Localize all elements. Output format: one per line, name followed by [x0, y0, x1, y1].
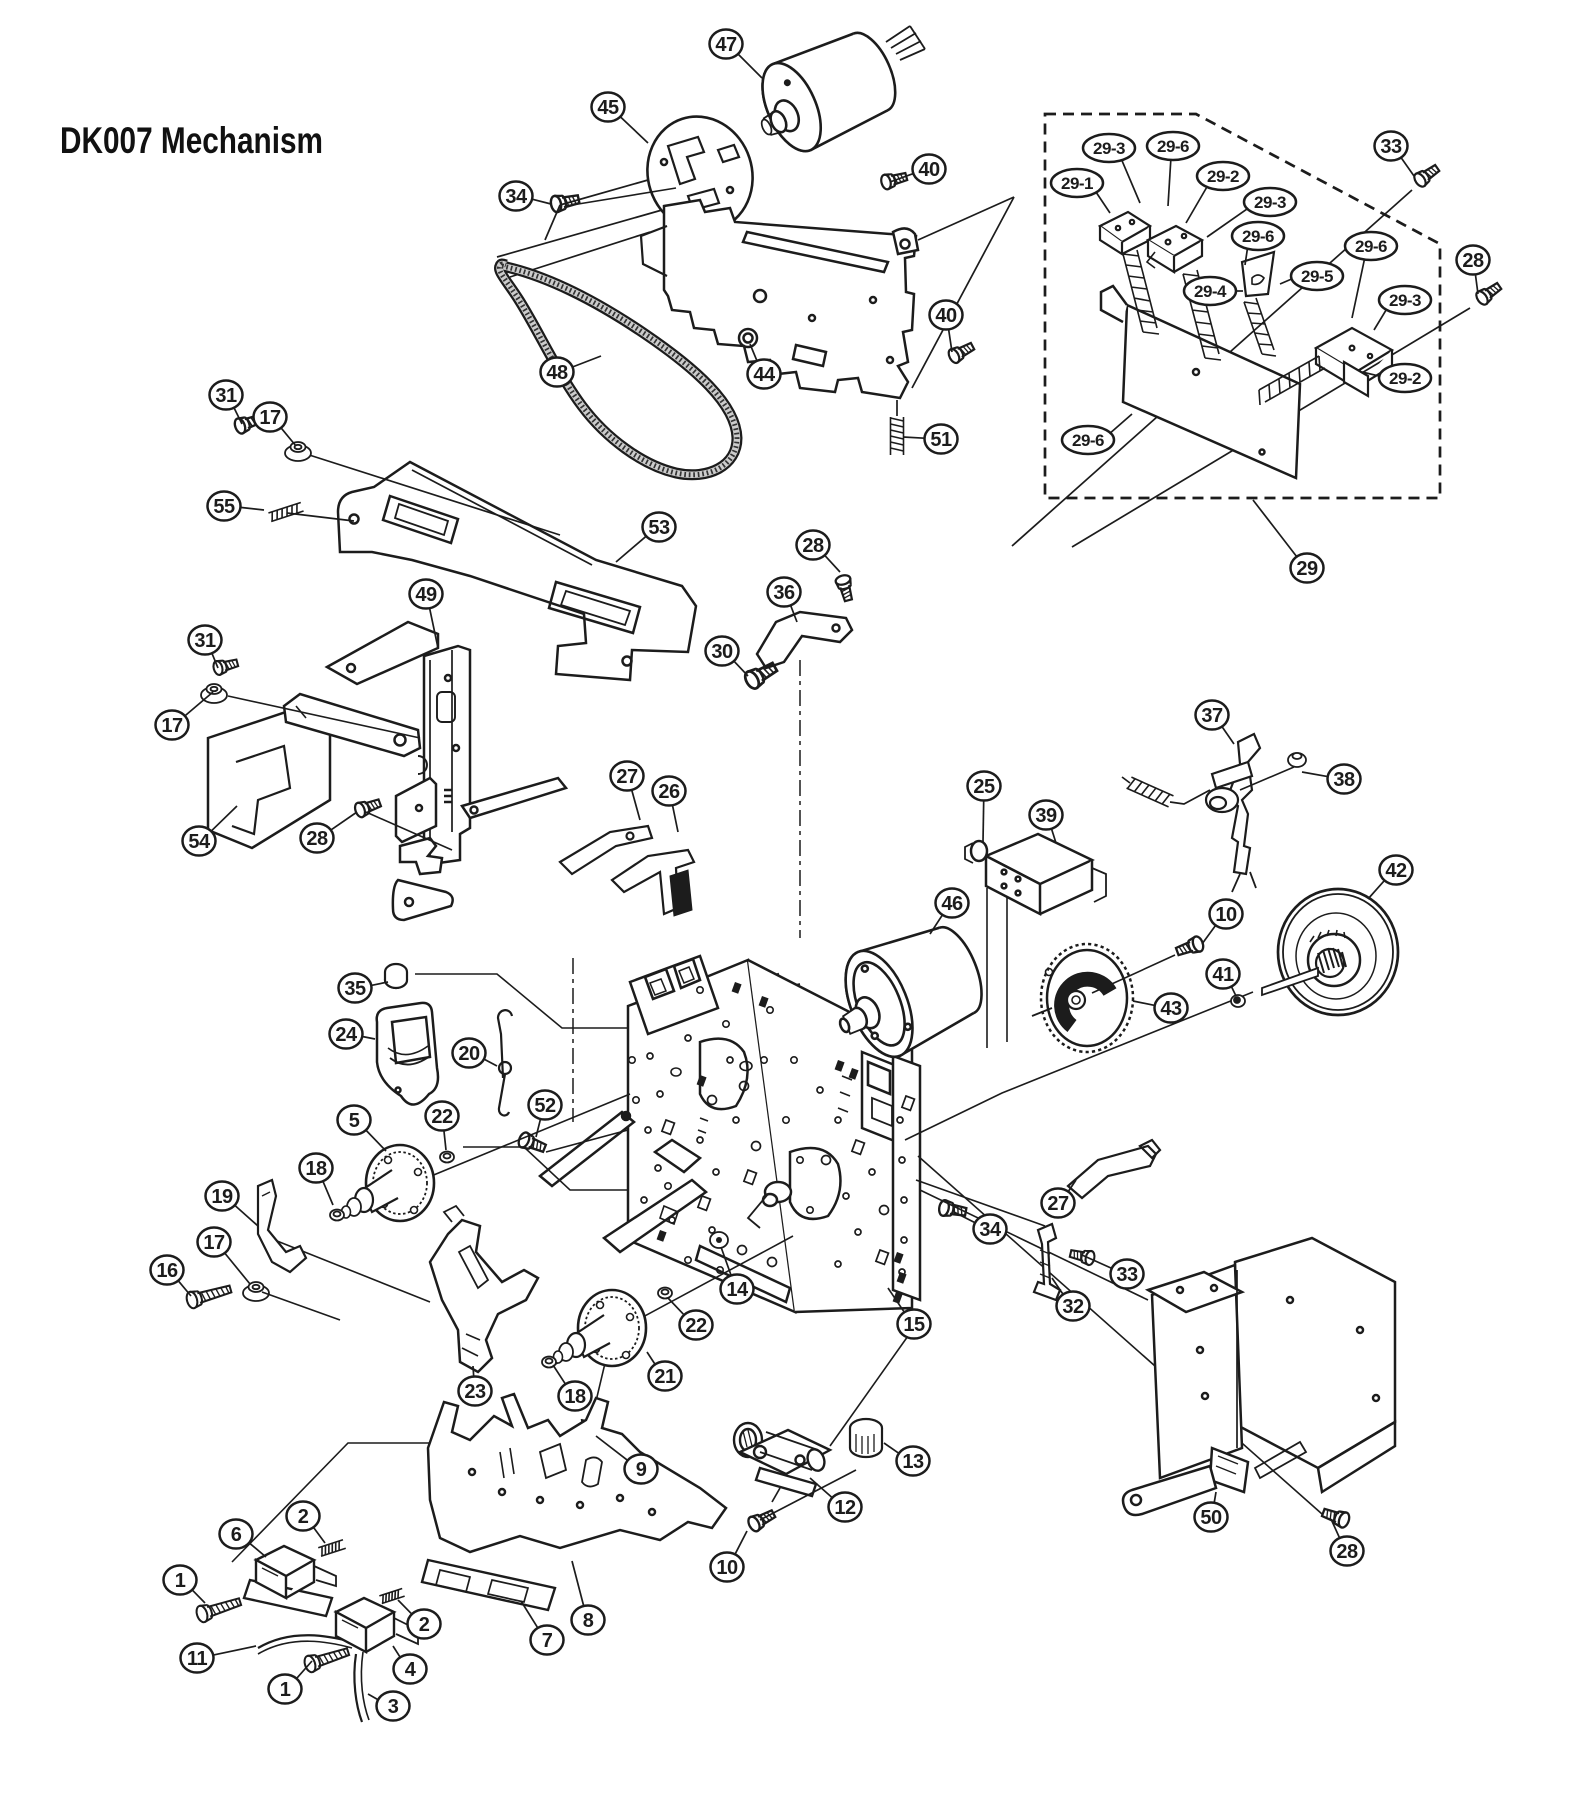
svg-text:22: 22	[431, 1106, 453, 1128]
svg-text:29-6: 29-6	[1072, 431, 1104, 450]
svg-text:55: 55	[213, 496, 235, 518]
svg-text:24: 24	[335, 1024, 358, 1046]
svg-text:52: 52	[534, 1095, 556, 1117]
svg-text:10: 10	[1215, 904, 1237, 926]
svg-text:17: 17	[161, 715, 183, 737]
svg-text:51: 51	[930, 429, 952, 451]
svg-text:40: 40	[935, 305, 957, 327]
svg-text:37: 37	[1201, 705, 1223, 727]
svg-text:36: 36	[773, 582, 795, 604]
svg-text:6: 6	[231, 1524, 242, 1546]
svg-text:29-2: 29-2	[1207, 167, 1239, 186]
svg-text:38: 38	[1333, 769, 1355, 791]
svg-text:9: 9	[636, 1459, 647, 1481]
svg-text:41: 41	[1212, 964, 1234, 986]
svg-text:28: 28	[802, 535, 824, 557]
svg-text:28: 28	[306, 828, 328, 850]
svg-text:15: 15	[903, 1314, 925, 1336]
svg-text:29-3: 29-3	[1389, 291, 1421, 310]
svg-text:48: 48	[546, 362, 568, 384]
svg-text:14: 14	[726, 1279, 749, 1301]
svg-text:45: 45	[597, 97, 619, 119]
svg-text:33: 33	[1380, 136, 1402, 158]
svg-text:18: 18	[305, 1158, 327, 1180]
svg-text:18: 18	[564, 1386, 586, 1408]
svg-text:21: 21	[654, 1366, 676, 1388]
svg-text:27: 27	[616, 766, 638, 788]
svg-text:32: 32	[1062, 1296, 1084, 1318]
svg-text:53: 53	[648, 517, 670, 539]
svg-text:28: 28	[1462, 250, 1484, 272]
svg-text:23: 23	[464, 1381, 486, 1403]
svg-text:20: 20	[458, 1043, 480, 1065]
svg-text:33: 33	[1116, 1264, 1138, 1286]
svg-text:12: 12	[834, 1497, 856, 1519]
svg-text:16: 16	[156, 1260, 178, 1282]
svg-text:26: 26	[658, 781, 680, 803]
svg-text:34: 34	[505, 186, 528, 208]
svg-text:29-3: 29-3	[1254, 193, 1286, 212]
svg-text:3: 3	[388, 1696, 399, 1718]
svg-text:29-2: 29-2	[1389, 369, 1421, 388]
svg-text:54: 54	[188, 831, 211, 853]
svg-text:29-4: 29-4	[1194, 282, 1227, 301]
svg-text:19: 19	[211, 1186, 233, 1208]
svg-text:25: 25	[973, 776, 995, 798]
svg-text:29-6: 29-6	[1355, 237, 1387, 256]
svg-text:27: 27	[1047, 1193, 1069, 1215]
svg-text:7: 7	[542, 1630, 553, 1652]
svg-text:28: 28	[1336, 1541, 1358, 1563]
svg-text:29-5: 29-5	[1301, 267, 1333, 286]
svg-text:39: 39	[1035, 805, 1057, 827]
svg-text:35: 35	[344, 978, 366, 1000]
svg-text:34: 34	[979, 1219, 1002, 1241]
svg-text:47: 47	[715, 34, 737, 56]
svg-text:2: 2	[419, 1614, 430, 1636]
svg-text:40: 40	[918, 159, 940, 181]
svg-text:DK007 Mechanism: DK007 Mechanism	[60, 120, 323, 161]
svg-text:11: 11	[187, 1648, 208, 1670]
svg-text:50: 50	[1200, 1507, 1222, 1529]
svg-text:17: 17	[259, 407, 281, 429]
svg-text:42: 42	[1385, 860, 1407, 882]
svg-text:2: 2	[298, 1506, 309, 1528]
svg-text:22: 22	[685, 1315, 707, 1337]
svg-text:29-3: 29-3	[1093, 139, 1125, 158]
svg-text:30: 30	[711, 641, 733, 663]
svg-text:5: 5	[349, 1110, 360, 1132]
svg-text:13: 13	[902, 1451, 924, 1473]
svg-text:29-1: 29-1	[1061, 174, 1093, 193]
svg-text:44: 44	[753, 364, 776, 386]
svg-text:8: 8	[583, 1610, 594, 1632]
svg-text:29: 29	[1296, 558, 1318, 580]
svg-text:1: 1	[175, 1570, 186, 1592]
svg-text:43: 43	[1160, 998, 1182, 1020]
svg-text:31: 31	[194, 630, 216, 652]
svg-text:49: 49	[415, 584, 437, 606]
svg-text:10: 10	[716, 1557, 738, 1579]
svg-text:31: 31	[215, 385, 237, 407]
svg-text:29-6: 29-6	[1157, 137, 1189, 156]
svg-text:46: 46	[941, 893, 963, 915]
svg-text:1: 1	[280, 1679, 291, 1701]
svg-text:29-6: 29-6	[1242, 227, 1274, 246]
svg-text:4: 4	[405, 1659, 417, 1681]
svg-text:17: 17	[203, 1232, 225, 1254]
